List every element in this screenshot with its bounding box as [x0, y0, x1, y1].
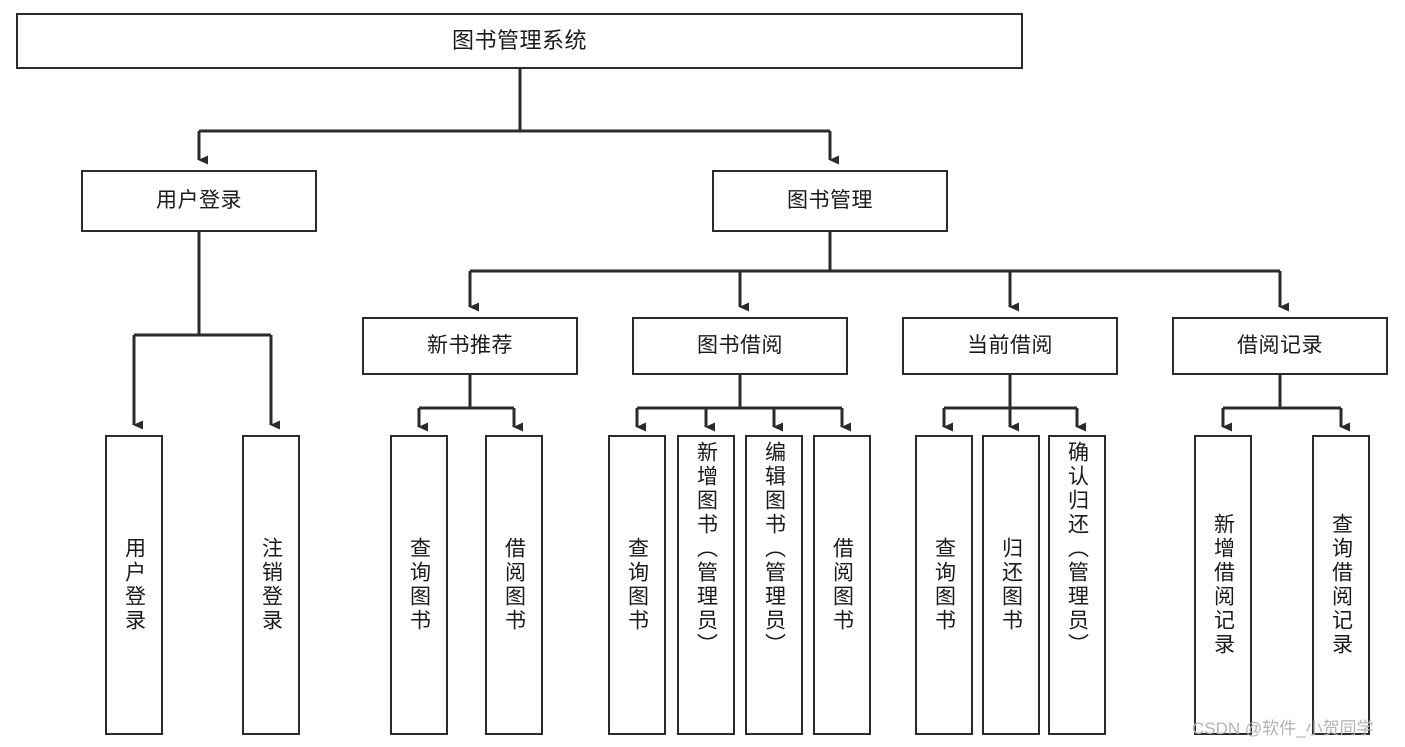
node-label: 用户登录: [122, 537, 146, 633]
node-label: 确认归还（管理员）: [1065, 441, 1089, 657]
node-leaf-borrow-borrow-book[interactable]: 借阅图书: [813, 435, 871, 735]
node-new-book-recommend[interactable]: 新书推荐: [362, 317, 578, 375]
node-user-login[interactable]: 用户登录: [81, 170, 317, 232]
node-leaf-records-query[interactable]: 查询借阅记录: [1312, 435, 1370, 735]
node-label: 新增图书（管理员）: [694, 441, 718, 657]
node-label: 编辑图书（管理员）: [762, 441, 786, 657]
node-label: 新增借阅记录: [1211, 513, 1235, 657]
node-leaf-newbook-borrow[interactable]: 借阅图书: [485, 435, 543, 735]
node-leaf-current-query[interactable]: 查询图书: [915, 435, 973, 735]
node-leaf-borrow-query[interactable]: 查询图书: [608, 435, 666, 735]
node-label: 新书推荐: [427, 333, 513, 357]
node-label: 注销登录: [259, 537, 283, 633]
node-label: 归还图书: [999, 537, 1023, 633]
node-leaf-records-add[interactable]: 新增借阅记录: [1194, 435, 1252, 735]
node-label: 用户登录: [156, 188, 242, 212]
node-borrow-records[interactable]: 借阅记录: [1172, 317, 1388, 375]
node-root-system[interactable]: 图书管理系统: [16, 13, 1023, 69]
node-label: 借阅记录: [1237, 333, 1323, 357]
node-label: 查询图书: [625, 537, 649, 633]
node-book-management[interactable]: 图书管理: [712, 170, 948, 232]
node-label: 当前借阅: [967, 333, 1053, 357]
node-label: 查询图书: [407, 537, 431, 633]
node-label: 图书借阅: [697, 333, 783, 357]
node-leaf-borrow-add-book[interactable]: 新增图书（管理员）: [677, 435, 735, 735]
node-leaf-user-logout[interactable]: 注销登录: [242, 435, 300, 735]
node-leaf-borrow-edit-book[interactable]: 编辑图书（管理员）: [745, 435, 803, 735]
node-leaf-current-confirm-return[interactable]: 确认归还（管理员）: [1048, 435, 1106, 735]
node-leaf-newbook-query[interactable]: 查询图书: [390, 435, 448, 735]
csdn-watermark: CSDN @软件_小贺同学: [1192, 719, 1374, 738]
node-book-borrow[interactable]: 图书借阅: [632, 317, 848, 375]
node-label: 查询图书: [932, 537, 956, 633]
node-current-borrow[interactable]: 当前借阅: [902, 317, 1118, 375]
node-leaf-user-login[interactable]: 用户登录: [105, 435, 163, 735]
node-label: 借阅图书: [502, 537, 526, 633]
node-label: 借阅图书: [830, 537, 854, 633]
node-label: 图书管理系统: [451, 28, 587, 54]
node-leaf-current-return[interactable]: 归还图书: [982, 435, 1040, 735]
node-label: 查询借阅记录: [1329, 513, 1353, 657]
node-label: 图书管理: [787, 188, 873, 212]
